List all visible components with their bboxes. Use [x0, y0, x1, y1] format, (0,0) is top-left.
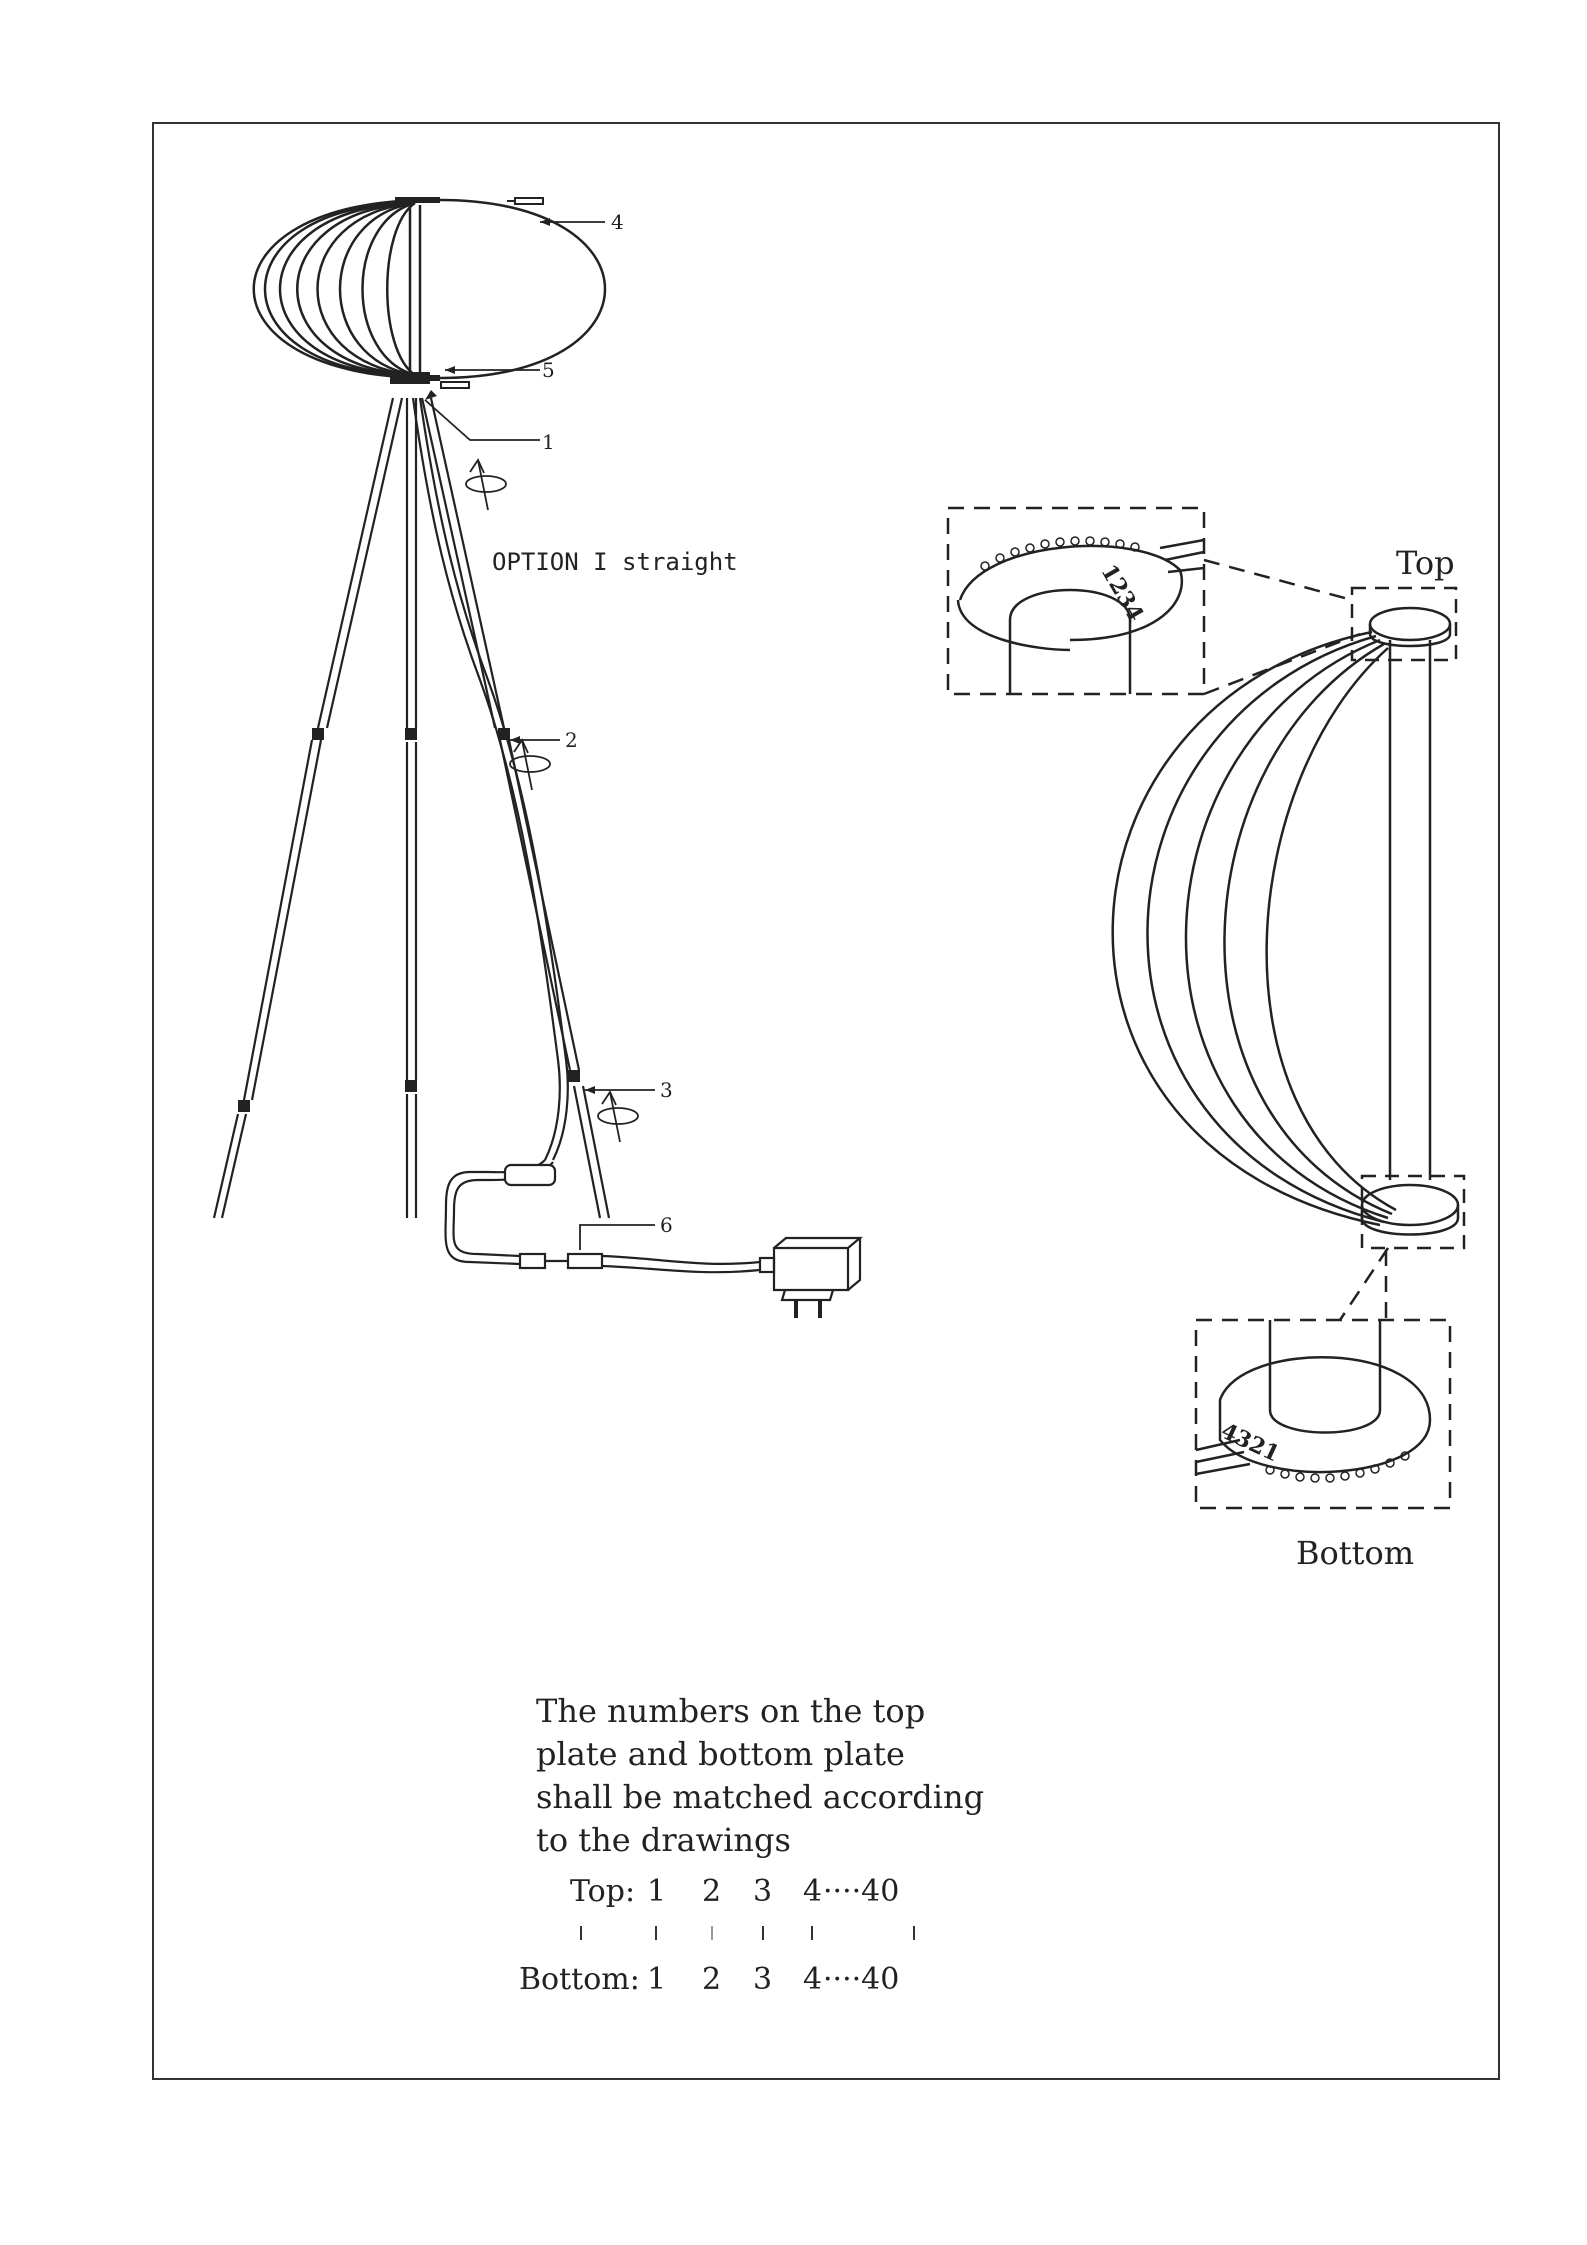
top-plate-detail: [948, 508, 1204, 694]
mapping-tick: [913, 1926, 915, 1940]
callout-3: 3: [660, 1078, 673, 1102]
top-zoom-lines: [1204, 560, 1360, 694]
note-line: The numbers on the top: [536, 1690, 984, 1733]
note-line: to the drawings: [536, 1819, 984, 1862]
lamp-shade: [254, 200, 605, 378]
mapping-bottom-value: ····40: [823, 1962, 899, 1997]
leader-arrowheads: [425, 218, 595, 1094]
mapping-tick: [811, 1926, 813, 1940]
instruction-note: The numbers on the top plate and bottom …: [536, 1690, 984, 1862]
note-line: shall be matched according: [536, 1776, 984, 1819]
mapping-tick: [580, 1926, 582, 1940]
callout-4: 4: [611, 210, 624, 234]
callout-2: 2: [565, 728, 578, 752]
mapping-top-value: ····40: [823, 1874, 899, 1909]
callout-6: 6: [660, 1213, 673, 1237]
mapping-top-value: 4: [803, 1874, 822, 1909]
mapping-bottom-label: Bottom:: [519, 1962, 640, 1997]
mapping-bottom-value: 2: [702, 1962, 721, 1997]
callout-leaders: [425, 222, 655, 1250]
mapping-tick: [762, 1926, 764, 1940]
callout-5: 5: [542, 358, 555, 382]
option-label: OPTION I straight: [492, 548, 738, 576]
direction-arrows: [441, 198, 543, 388]
bottom-plate-label: Bottom: [1296, 1534, 1414, 1572]
top-plate-label: Top: [1396, 544, 1455, 582]
mapping-top-value: 1: [647, 1874, 666, 1909]
mapping-bottom-value: 1: [647, 1962, 666, 1997]
callout-1: 1: [542, 430, 555, 454]
note-line: plate and bottom plate: [536, 1733, 984, 1776]
top-zoom-box: [1352, 588, 1456, 660]
pole-assembly: [1113, 608, 1458, 1235]
mapping-tick: [655, 1926, 657, 1940]
bottom-zoom-lines: [1340, 1248, 1388, 1320]
mapping-bottom-value: 4: [803, 1962, 822, 1997]
mapping-tick: [711, 1926, 713, 1940]
leg-joints: [238, 372, 580, 1112]
mapping-top-value: 2: [702, 1874, 721, 1909]
mapping-bottom-value: 3: [753, 1962, 772, 1997]
mapping-top-label: Top:: [570, 1874, 635, 1909]
bottom-plate-detail: [1196, 1320, 1450, 1508]
power-cable: [446, 1160, 860, 1318]
tripod-legs: [214, 398, 609, 1218]
bottom-zoom-box: [1362, 1176, 1464, 1248]
mapping-top-value: 3: [753, 1874, 772, 1909]
